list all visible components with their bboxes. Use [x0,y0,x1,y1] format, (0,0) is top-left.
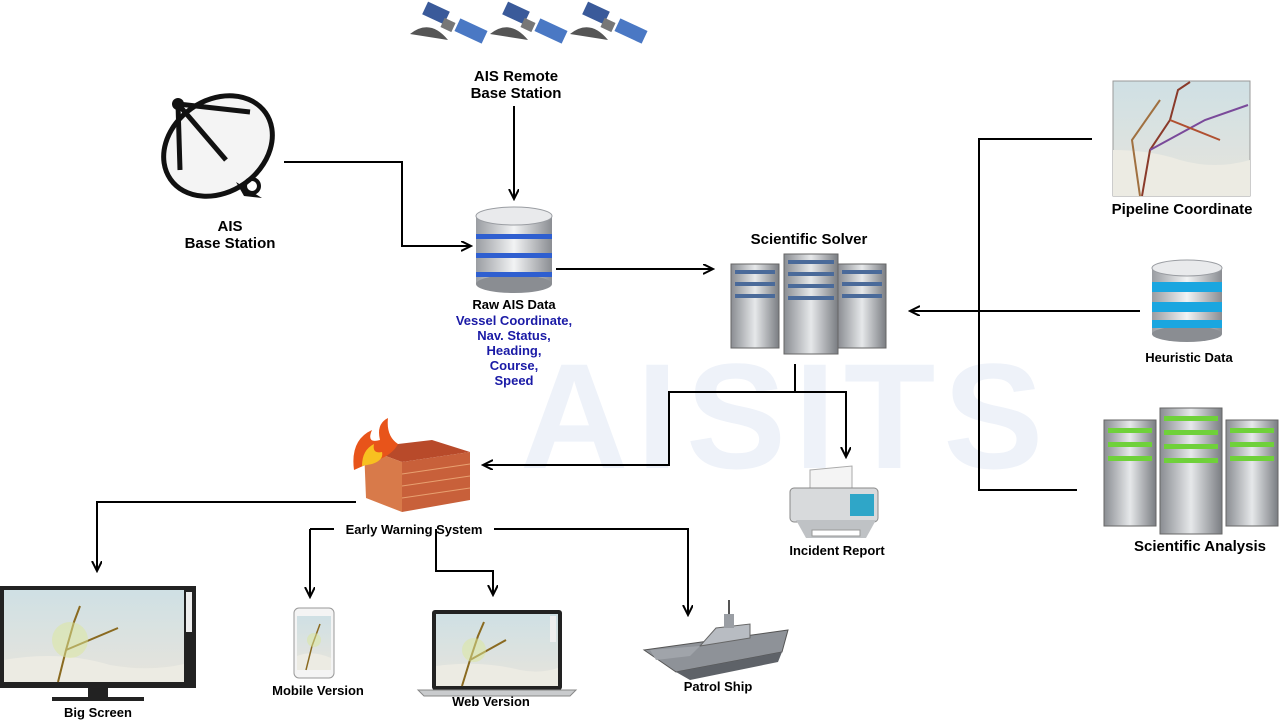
label-remote-base-station: AIS Remote Base Station [446,68,586,102]
laptop-icon [416,610,578,697]
line-solver-down [484,364,796,465]
raw-ais-field: Vessel Coordinate, [455,313,573,328]
printer-icon [789,465,879,538]
monitor-icon [0,586,196,701]
analysis-server-icon [1103,407,1279,535]
remote-base-line2: Base Station [470,85,562,102]
satellite-icons [410,1,648,44]
label-web-version: Web Version [452,694,530,709]
arrow-solver-to-incident [795,391,846,456]
satellite-dish-icon [161,93,275,199]
arrow-ews-to-web [435,529,493,594]
line-ews-bus-right [494,528,688,614]
label-incident-report: Incident Report [789,543,885,558]
label-big-screen: Big Screen [64,705,132,720]
label-heuristic-data: Heuristic Data [1145,350,1233,365]
pipeline-map-thumbnail [1112,80,1251,197]
label-early-warning-system: Early Warning System [345,522,483,537]
label-scientific-solver: Scientific Solver [750,231,868,248]
label-scientific-analysis: Scientific Analysis [1134,538,1266,555]
label-raw-ais-data: Raw AIS Data Vessel Coordinate, Nav. Sta… [434,296,594,388]
mobile-phone-icon [293,607,335,679]
label-ais-base-station: AIS Base Station [160,218,300,252]
raw-ais-field: Heading, [486,343,542,358]
raw-ais-field: Course, [489,358,539,373]
raw-ais-field: Speed [494,373,534,388]
base-line1: AIS [217,218,243,235]
raw-ais-field: Nav. Status, [477,328,551,343]
label-patrol-ship: Patrol Ship [683,679,753,694]
label-pipeline-coordinate: Pipeline Coordinate [1111,201,1253,218]
remote-base-line1: AIS Remote [473,68,559,85]
database-icon-heuristic [1151,259,1223,342]
patrol-ship-icon [642,600,789,680]
arrow-base-to-raw [284,161,470,246]
server-cluster-icon [730,253,887,355]
bracket-right-inputs [978,138,1092,491]
watermark-text: AISITS [520,332,1052,500]
label-mobile-version: Mobile Version [272,683,364,698]
connectors [97,106,1140,614]
arrow-ews-to-bigscreen [97,501,356,570]
firewall-icon [353,418,471,512]
base-line2: Base Station [184,235,276,252]
raw-ais-title: Raw AIS Data [472,297,556,312]
database-icon-raw [475,206,553,293]
